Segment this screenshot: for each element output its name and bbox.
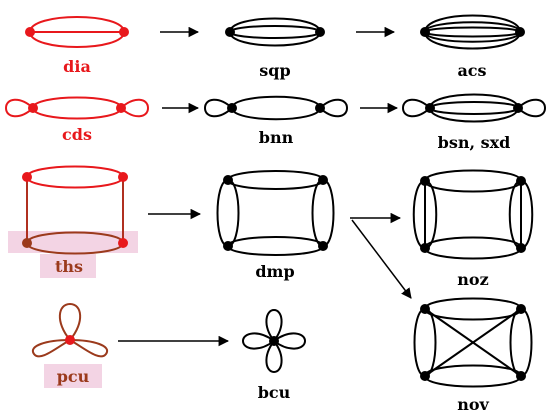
graph-sqp: [225, 17, 325, 47]
label-dmp: dmp: [255, 262, 294, 281]
label-noz: noz: [457, 270, 488, 289]
graph-bcu: [241, 308, 307, 374]
graph-dmp: [216, 170, 335, 256]
label-cds: cds: [62, 125, 92, 144]
label-pcu: pcu: [57, 367, 90, 386]
label-ths: ths: [55, 257, 83, 276]
pcu-label-highlight: [44, 364, 102, 388]
label-acs: acs: [457, 61, 486, 80]
graph-noz: [412, 169, 534, 260]
graph-pcu: [31, 302, 109, 358]
label-nov: nov: [457, 395, 489, 414]
arrow-dmp-nov: [351, 219, 412, 299]
label-sqp: sqp: [259, 61, 290, 80]
label-bcu: bcu: [258, 383, 291, 402]
label-bsn-sxd: bsn, sxd: [438, 133, 511, 152]
label-bnn: bnn: [259, 128, 294, 147]
graph-acs: [420, 14, 525, 50]
graph-ths: [22, 165, 128, 255]
graph-dia: [25, 16, 129, 48]
ths-highlight: [8, 231, 138, 253]
graph-bsn-sxd: [401, 93, 547, 123]
graph-cds: [4, 96, 150, 120]
label-dia: dia: [63, 57, 91, 76]
graph-nov: [413, 297, 533, 388]
graph-bnn: [203, 95, 349, 121]
ths-label-highlight: [40, 254, 96, 278]
